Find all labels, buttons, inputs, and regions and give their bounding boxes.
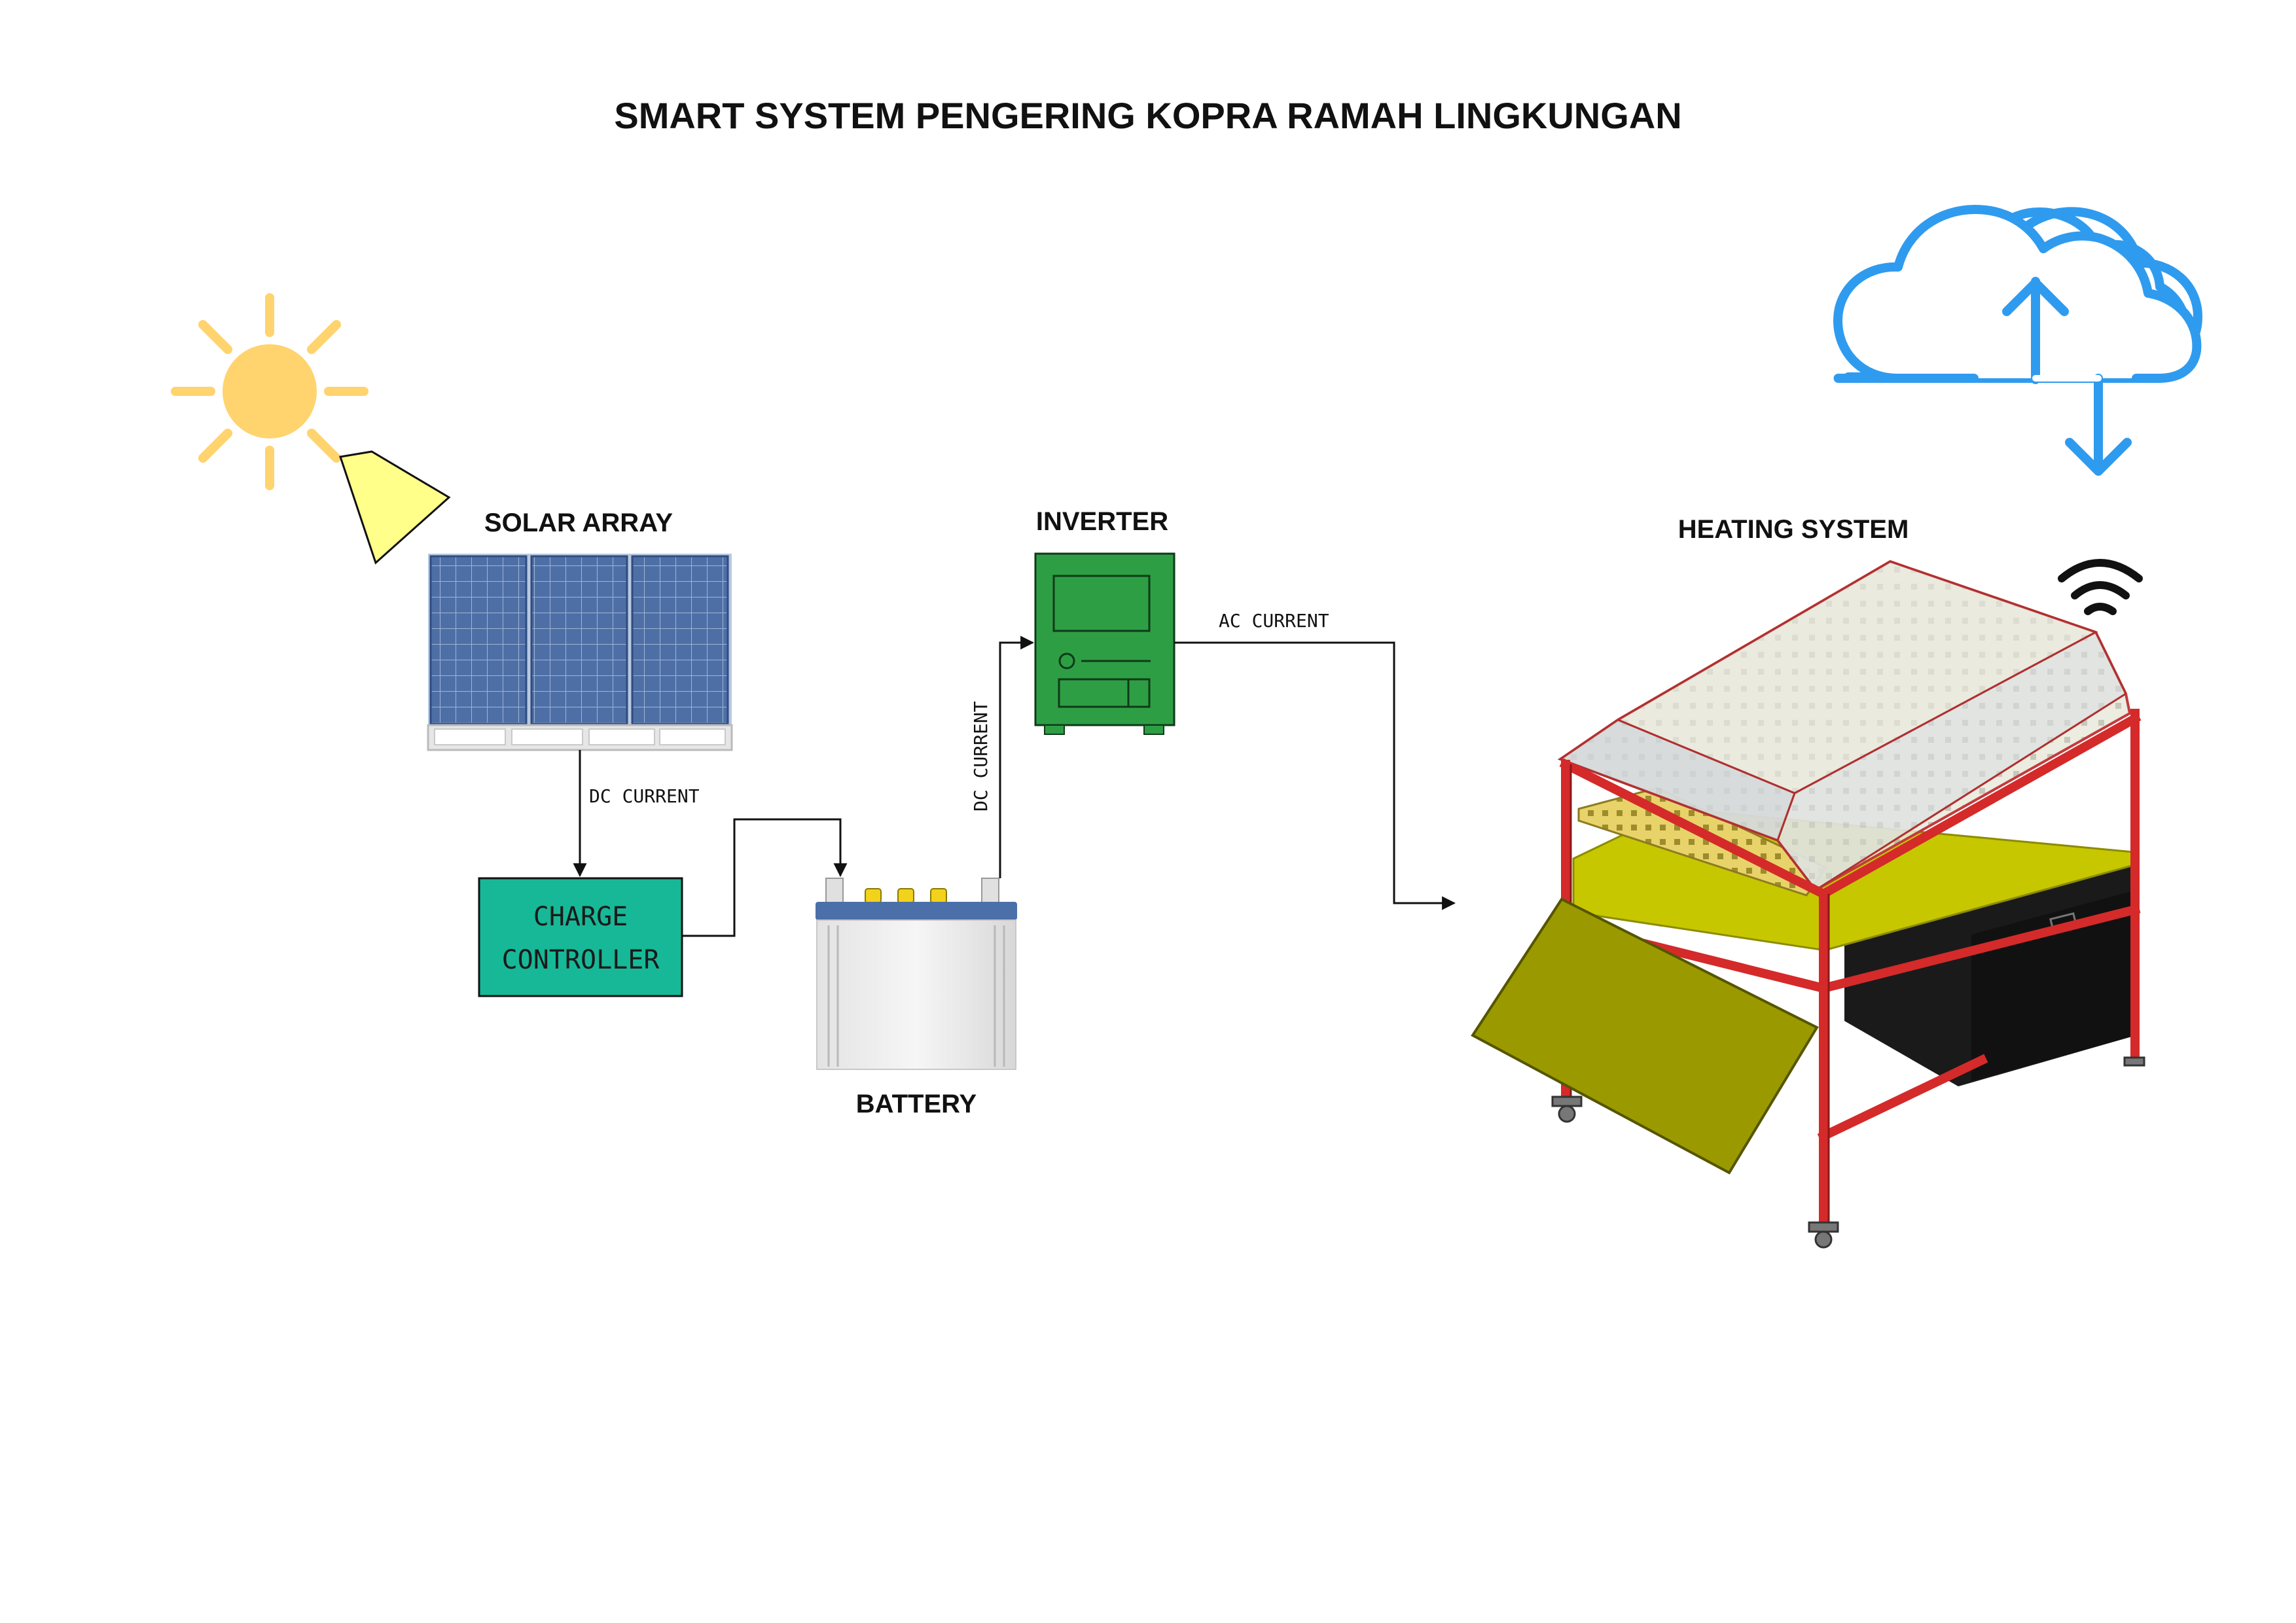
charge-controller: CHARGE CONTROLLER	[478, 877, 683, 997]
heating-wheels	[1551, 1056, 2145, 1249]
heating-system-label: HEATING SYSTEM	[1678, 515, 1909, 544]
dc-current-line-2	[999, 635, 1035, 878]
inverter-label: INVERTER	[1036, 507, 1168, 536]
sun-icon	[171, 293, 368, 490]
charge-controller-label-line1: CHARGE	[533, 902, 628, 932]
cloud-outline	[1833, 205, 2202, 383]
page-title: SMART SYSTEM PENGERING KOPRA RAMAH LINGK…	[614, 95, 1681, 136]
ac-current-line	[1174, 641, 1456, 910]
light-beam-icon	[339, 450, 451, 565]
heating-door	[1471, 897, 1819, 1175]
dc-current-label-2: DC CURRENT	[970, 701, 992, 812]
dc-current-label-1: DC CURRENT	[589, 785, 700, 807]
solar-panel	[631, 555, 729, 725]
cloud-arrows	[2002, 277, 2132, 476]
solar-array-label: SOLAR ARRAY	[484, 508, 673, 537]
charge-to-battery-line	[682, 818, 848, 937]
ac-current-label: AC CURRENT	[1219, 610, 1329, 632]
solar-array	[427, 554, 733, 751]
battery	[816, 878, 1017, 1070]
solar-panel	[429, 555, 528, 725]
wifi-icon	[2058, 559, 2143, 615]
inverter	[1034, 552, 1175, 735]
charge-controller-label-line2: CONTROLLER	[502, 945, 660, 975]
heating-system	[1471, 560, 2145, 1249]
solar-panel	[530, 555, 628, 725]
battery-label: BATTERY	[856, 1090, 977, 1118]
